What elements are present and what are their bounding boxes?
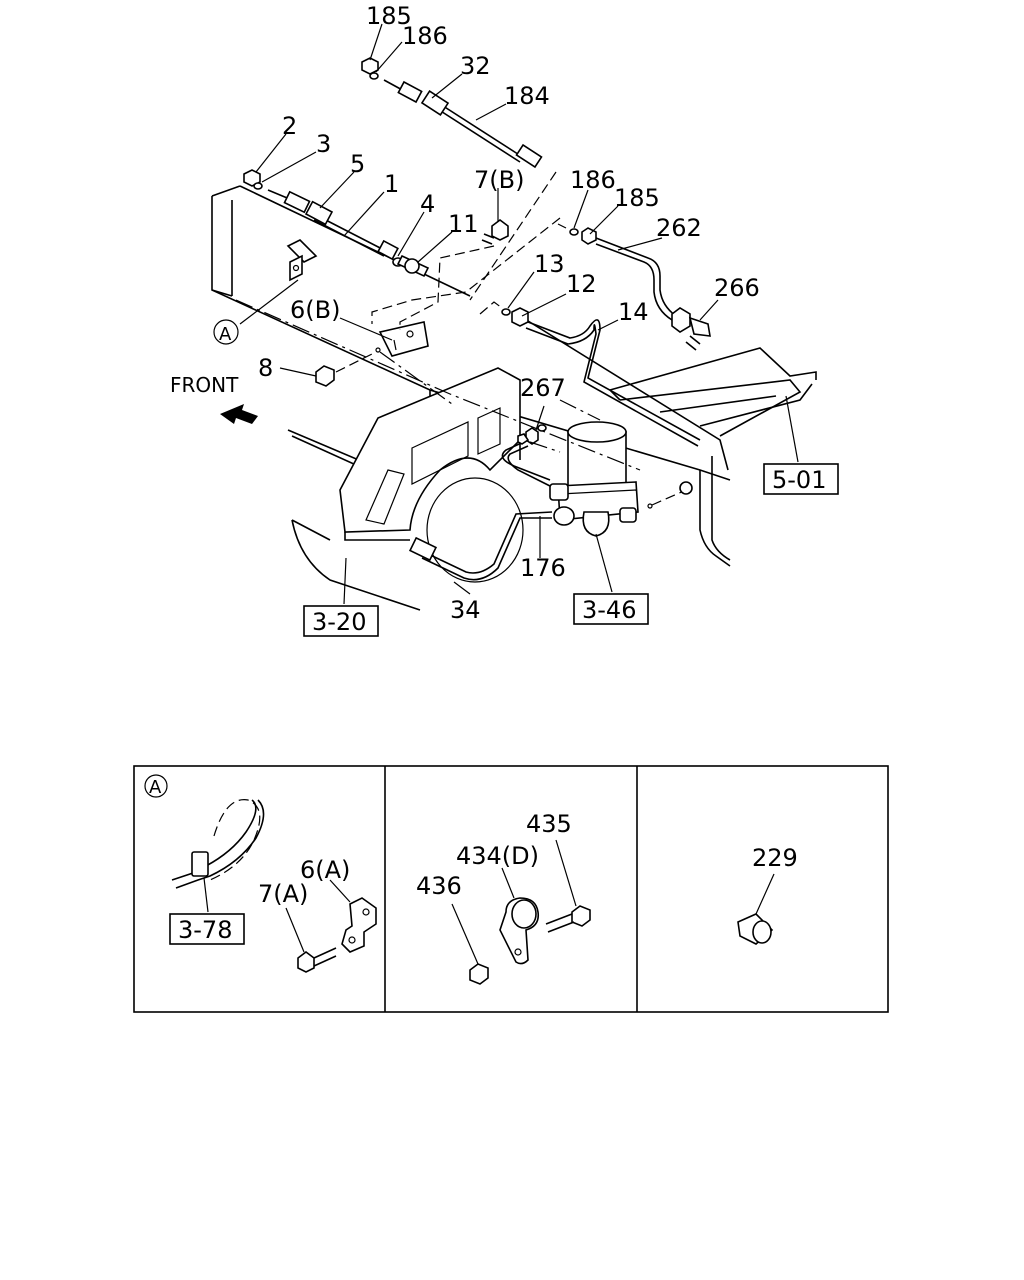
label-7a: 7(A): [258, 880, 308, 908]
label-6b: 6(B): [290, 296, 340, 324]
fittings: [243, 57, 711, 445]
label-435: 435: [526, 810, 572, 838]
panel1-callout-label: A: [149, 777, 162, 798]
label-266: 266: [714, 274, 760, 302]
air-dryer: [549, 421, 693, 537]
label-32: 32: [460, 52, 491, 80]
ref-5-01-label: 5-01: [772, 466, 826, 494]
leader-lines: [239, 23, 799, 605]
ref-box-5-01: 5-01: [763, 463, 839, 495]
label-11: 11: [448, 210, 479, 238]
label-13: 13: [534, 250, 565, 278]
label-262: 262: [656, 214, 702, 242]
label-6a: 6(A): [300, 856, 350, 884]
label-12: 12: [566, 270, 597, 298]
label-4: 4: [420, 190, 435, 218]
front-label: FRONT: [170, 373, 239, 397]
detail-panels: [133, 765, 889, 1013]
label-8: 8: [258, 354, 273, 382]
label-186-top: 186: [402, 22, 448, 50]
ref-box-3-46: 3-46: [573, 593, 649, 625]
label-185-right: 185: [614, 184, 660, 212]
callout-a: A: [213, 319, 239, 345]
label-229: 229: [752, 844, 798, 872]
part-labels: 185 186 32 184 2 3 5 1 7(B) 4 11 186 185…: [170, 2, 760, 624]
ref-3-46-label: 3-46: [582, 596, 636, 624]
front-arrow-icon: [220, 404, 258, 424]
label-434d: 434(D): [456, 842, 539, 870]
ref-3-78-label: 3-78: [178, 916, 232, 944]
detail-panel-3: 229: [737, 844, 798, 945]
assembly-lines: [235, 171, 641, 471]
ref-3-20-label: 3-20: [312, 608, 366, 636]
spring-bracket: [339, 367, 524, 583]
label-14: 14: [618, 298, 649, 326]
label-5: 5: [350, 150, 365, 178]
label-436: 436: [416, 872, 462, 900]
label-185-top: 185: [366, 2, 412, 30]
detail-panel-1: A 3-78 6(A) 7(A): [144, 774, 377, 973]
pipes: [304, 90, 701, 581]
label-176: 176: [520, 554, 566, 582]
label-7b: 7(B): [474, 166, 524, 194]
label-184: 184: [504, 82, 550, 110]
label-34: 34: [450, 596, 481, 624]
label-3: 3: [316, 130, 331, 158]
ref-box-3-20: 3-20: [303, 605, 379, 637]
detail-panel-2: 435 434(D) 436: [416, 810, 591, 985]
label-267: 267: [520, 374, 566, 402]
callout-a-label: A: [219, 324, 232, 345]
label-1: 1: [384, 170, 399, 198]
label-186-right: 186: [570, 166, 616, 194]
cross-member: [609, 347, 817, 437]
label-2: 2: [282, 112, 297, 140]
